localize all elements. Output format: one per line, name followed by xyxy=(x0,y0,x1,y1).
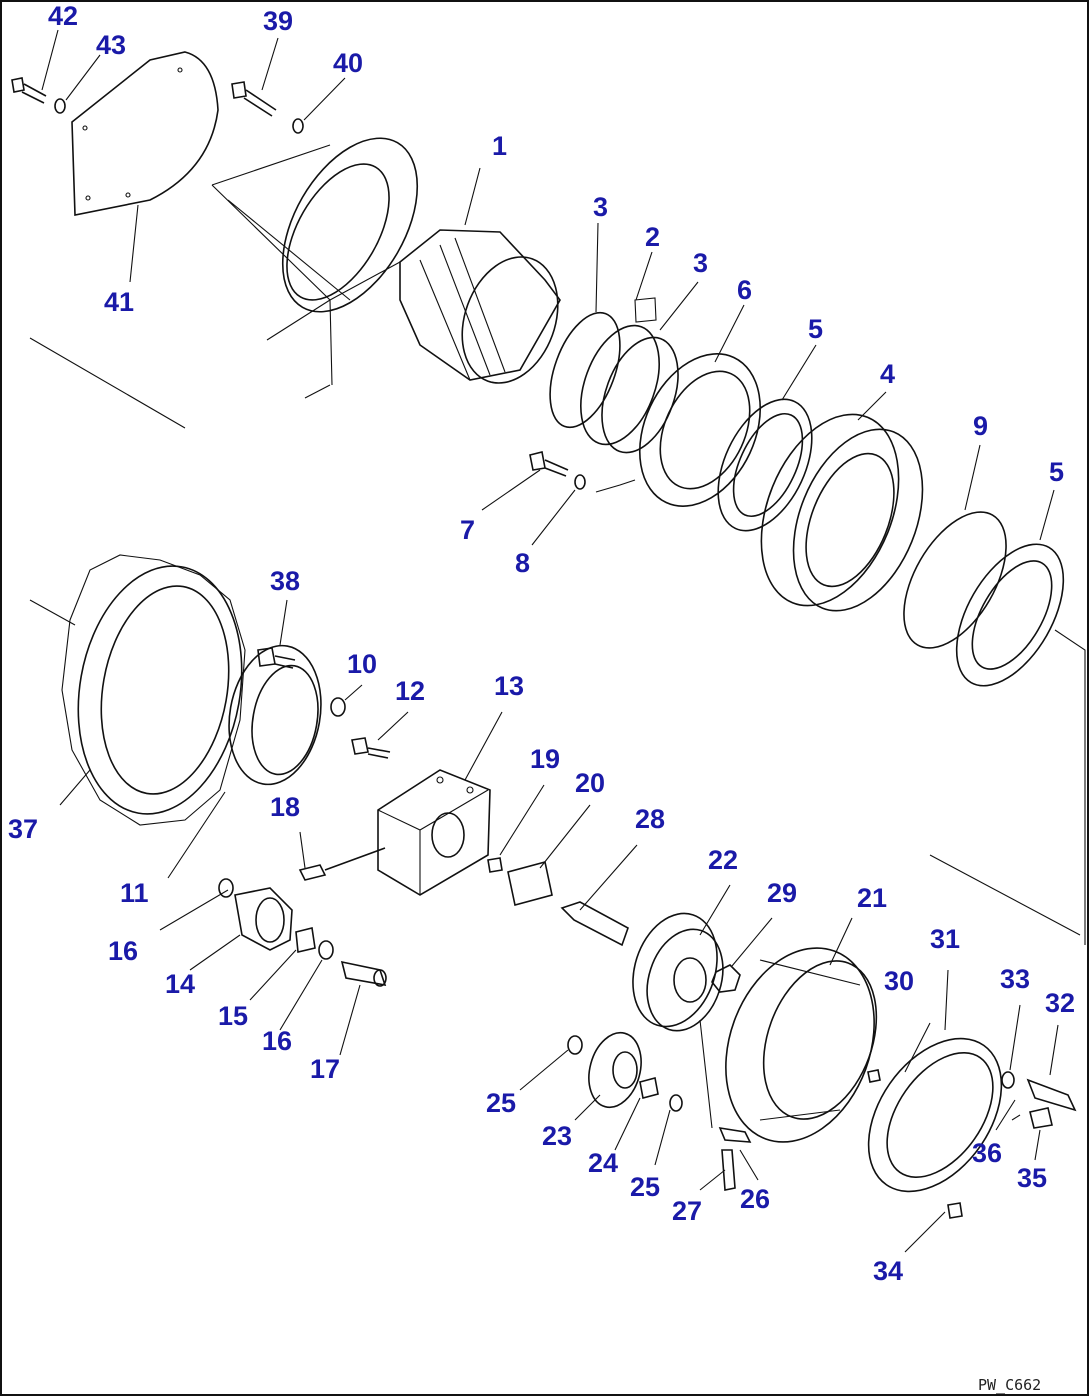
part-label: 13 xyxy=(494,671,524,701)
drawing-code: PW_C662 xyxy=(978,1376,1041,1394)
part-label: 14 xyxy=(165,969,195,999)
part-label: 2 xyxy=(645,222,660,252)
part-label: 32 xyxy=(1045,988,1075,1018)
part-label: 30 xyxy=(884,966,914,996)
part-label: 34 xyxy=(873,1256,903,1286)
part-label: 12 xyxy=(395,676,425,706)
part-label: 25 xyxy=(486,1088,516,1118)
part-label: 19 xyxy=(530,744,560,774)
part-label: 41 xyxy=(104,287,134,317)
part-label: 27 xyxy=(672,1196,702,1226)
part-label: 36 xyxy=(972,1138,1002,1168)
part-label: 28 xyxy=(635,804,665,834)
part-label: 40 xyxy=(333,48,363,78)
part-label: 37 xyxy=(8,814,38,844)
part-label: 16 xyxy=(108,936,138,966)
part-label: 23 xyxy=(542,1121,572,1151)
part-label: 17 xyxy=(310,1054,340,1084)
part-label: 16 xyxy=(262,1026,292,1056)
part-label: 29 xyxy=(767,878,797,908)
part-label: 42 xyxy=(48,1,78,31)
part-label: 21 xyxy=(857,883,887,913)
part-labels: 1 2 3 3 4 5 5 6 7 8 9 10 11 12 13 14 15 … xyxy=(8,1,1075,1286)
part-label: 4 xyxy=(880,359,895,389)
part-label: 5 xyxy=(808,314,823,344)
part-label: 35 xyxy=(1017,1163,1047,1193)
part-label: 11 xyxy=(120,878,149,908)
part-label: 24 xyxy=(588,1148,618,1178)
part-label: 10 xyxy=(347,649,377,679)
part-label: 22 xyxy=(708,845,738,875)
part-label: 3 xyxy=(593,192,608,222)
part-label: 3 xyxy=(693,248,708,278)
part-label: 26 xyxy=(740,1184,770,1214)
part-label: 25 xyxy=(630,1172,660,1202)
part-label: 38 xyxy=(270,566,300,596)
part-label: 31 xyxy=(930,924,960,954)
part-label: 33 xyxy=(1000,964,1030,994)
part-label: 8 xyxy=(515,548,530,578)
part-label: 7 xyxy=(460,515,475,545)
part-label: 15 xyxy=(218,1001,248,1031)
part-label: 43 xyxy=(96,30,126,60)
part-label: 18 xyxy=(270,792,300,822)
drawing-lines xyxy=(11,29,1086,1253)
part-label: 5 xyxy=(1049,457,1064,487)
part-label: 9 xyxy=(973,411,988,441)
part-label: 39 xyxy=(263,6,293,36)
part-label: 1 xyxy=(492,131,507,161)
part-label: 6 xyxy=(737,275,752,305)
part-label: 20 xyxy=(575,768,605,798)
